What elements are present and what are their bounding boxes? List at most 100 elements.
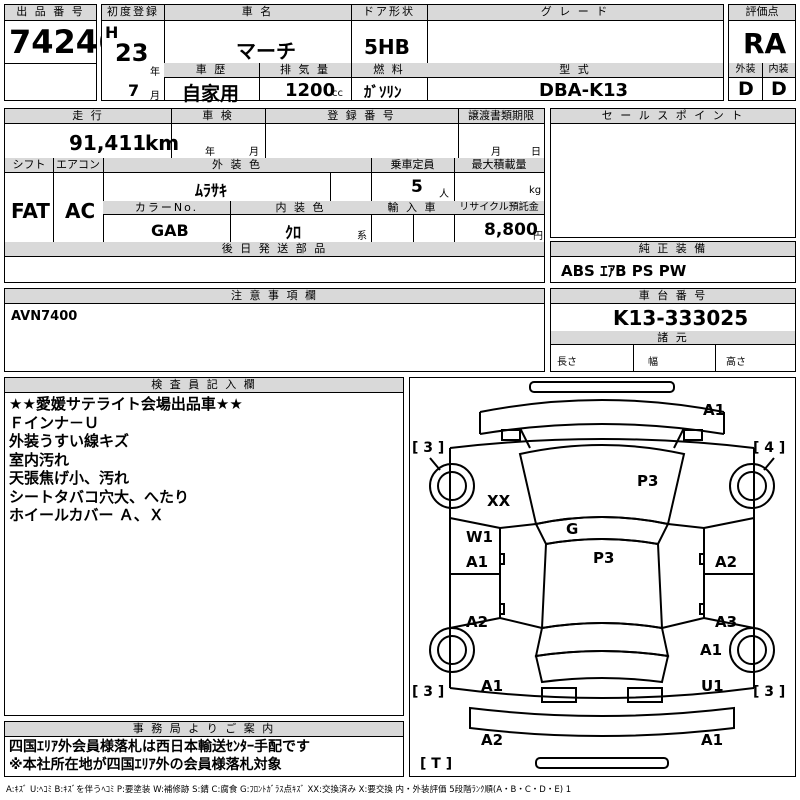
model: DBA-K13 [539, 80, 629, 101]
car-diagram-box: A1 P3 XX G P3 W1 A1 A2 A2 A3 A1 A1 U1 A2… [409, 377, 796, 777]
grade-label: グ レ ー ド [427, 5, 723, 21]
genuine-label: 純 正 装 備 [551, 242, 795, 257]
inspector-line: ホイールカバー Ａ、Ｘ [9, 506, 164, 524]
import-label: 輸 入 車 [371, 201, 454, 215]
color-no-label: カラーNo. [103, 201, 230, 215]
year-unit: 年 [150, 67, 160, 78]
exterior-label: 外装 [729, 63, 762, 78]
notes-box: 注 意 事 項 欄 AVN7400 [4, 288, 545, 372]
reg-no-label: 登 録 番 号 [265, 109, 458, 124]
vehicle-info-box: 初度登録 車 名 ドア形状 グ レ ー ド H 23 年 マーチ 5HB 車 歴… [101, 4, 724, 105]
score: RA [743, 27, 787, 60]
inspection-year-unit: 年 [205, 147, 215, 158]
car-name: マーチ [236, 39, 296, 63]
int-color: ｸﾛ [285, 223, 302, 242]
sales-points-label: セ ー ル ス ポ イ ン ト [551, 109, 795, 124]
fuel-label: 燃 料 [351, 63, 427, 78]
shift: FAT [11, 199, 50, 223]
office-notes: 四国ｴﾘｱ外会員様落札は西日本輸送ｾﾝﾀｰ手配です ※本社所在地が四国ｴﾘｱ外の… [9, 738, 310, 774]
mark-rr-door: A3 [715, 613, 738, 631]
mark-hood: P3 [637, 472, 659, 490]
height-label: 高さ [726, 357, 746, 368]
chassis-label: 車 台 番 号 [551, 289, 795, 304]
mark-lf-door-a: A1 [466, 553, 489, 571]
capacity: 5 [411, 177, 423, 197]
wheel-fr: [ 4 ] [753, 440, 786, 456]
capacity-unit: 人 [439, 189, 449, 200]
ext-color-label: 外 装 色 [103, 158, 371, 173]
mark-windshield: G [566, 520, 579, 538]
notes-value: AVN7400 [11, 309, 78, 324]
mark-lf-door-w: W1 [466, 528, 493, 546]
year: 23 [115, 39, 149, 67]
inspection-label: 車 検 [171, 109, 265, 124]
ext-color: ﾑﾗｻｷ [195, 181, 228, 200]
inspector-line: ★★愛媛サテライト会場出品車★★ [9, 395, 243, 413]
mark-fl-fender: XX [487, 492, 511, 510]
inspector-line: 室内汚れ [9, 450, 70, 469]
interior-grade: D [771, 78, 787, 100]
mark-roof: P3 [593, 549, 615, 567]
ac-label: エアコン [53, 158, 103, 173]
first-reg-month: 7 [128, 81, 140, 100]
inspection-month-unit: 月 [249, 147, 259, 158]
shift-label: シフト [5, 158, 53, 173]
width-label: 幅 [648, 357, 658, 368]
ac: AC [65, 199, 96, 223]
later-parts-label: 後 日 発 送 部 品 [5, 242, 544, 257]
mark-rear-bumper-right: A1 [701, 731, 724, 749]
notes-label: 注 意 事 項 欄 [5, 289, 544, 304]
recycle-label: リサイクル預託金 [454, 201, 544, 215]
inspector-line: 外装うすい線キズ [9, 432, 130, 450]
history-label: 車 歴 [164, 63, 259, 78]
length-label: 長さ [557, 357, 577, 368]
displacement-unit: cc [332, 88, 343, 99]
displacement-label: 排 気 量 [259, 63, 351, 78]
int-color-unit: 系 [357, 231, 367, 242]
door-type: 5HB [364, 35, 410, 59]
first-reg-label: 初度登録 [102, 5, 164, 21]
legend: A:ｷｽﾞ U:ﾍｺﾐ B:ｷｽﾞを伴うﾍｺﾐ P:要塗装 W:補修跡 S:錆 … [6, 785, 572, 795]
inspector-label: 検 査 員 記 入 欄 [5, 378, 403, 393]
mark-front: A1 [703, 401, 726, 419]
fuel: ｶﾞｿﾘﾝ [364, 83, 402, 101]
spare-tire: [ T ] [420, 756, 453, 772]
capacity-label: 乗車定員 [371, 158, 454, 173]
genuine-equipment-box: 純 正 装 備 ABS ｴｱB PS PW [550, 241, 796, 283]
chassis-box: 車 台 番 号 K13-333025 諸 元 長さ 幅 高さ [550, 288, 796, 372]
mileage: 91,411 [69, 131, 147, 155]
mark-rf-door: A2 [715, 553, 738, 571]
inspector-line: 天張焦げ小、汚れ [9, 469, 130, 487]
office-label: 事 務 局 よ り ご 案 内 [5, 722, 403, 737]
max-load-unit: kg [529, 185, 542, 196]
int-color-label: 内 装 色 [230, 201, 371, 215]
color-no: GAB [151, 221, 189, 240]
door-label: ドア形状 [351, 5, 427, 21]
wheel-rr: [ 3 ] [753, 684, 786, 700]
exterior-grade: D [738, 78, 754, 100]
mark-lr-fender: A1 [481, 677, 504, 695]
lot-number-label: 出 品 番 号 [5, 5, 96, 21]
lot-number-box: 出 品 番 号 74246 [4, 4, 120, 101]
transfer-day-unit: 日 [531, 147, 541, 158]
inspector-notes: ★★愛媛サテライト会場出品車★★ Ｆインナ－Ｕ 外装うすい線キズ 室内汚れ 天張… [9, 395, 243, 525]
genuine-equipment: ABS ｴｱB PS PW [561, 262, 687, 280]
score-label: 評価点 [729, 5, 795, 21]
sales-points-box: セ ー ル ス ポ イ ン ト [550, 108, 796, 238]
displacement: 1200 [285, 80, 336, 101]
interior-label: 内装 [762, 63, 795, 78]
office-line: 四国ｴﾘｱ外会員様落札は西日本輸送ｾﾝﾀｰ手配です [9, 739, 310, 755]
history: 自家用 [182, 83, 240, 105]
mark-rr-fender: A1 [700, 641, 723, 659]
mark-lr-door: A2 [466, 613, 489, 631]
recycle: 8,800 [484, 220, 538, 240]
inspector-box: 検 査 員 記 入 欄 ★★愛媛サテライト会場出品車★★ Ｆインナ－Ｕ 外装うす… [4, 377, 404, 716]
score-box: 評価点 RA 外装 内装 D D [728, 4, 796, 101]
inspector-line: Ｆインナ－Ｕ [9, 413, 100, 432]
transfer-month-unit: 月 [491, 147, 501, 158]
wheel-fl: [ 3 ] [412, 440, 445, 456]
max-load-label: 最大積載量 [454, 158, 544, 173]
mark-rear-right: U1 [701, 677, 724, 695]
office-box: 事 務 局 よ り ご 案 内 四国ｴﾘｱ外会員様落札は西日本輸送ｾﾝﾀｰ手配で… [4, 721, 404, 777]
month-unit: 月 [150, 91, 160, 102]
